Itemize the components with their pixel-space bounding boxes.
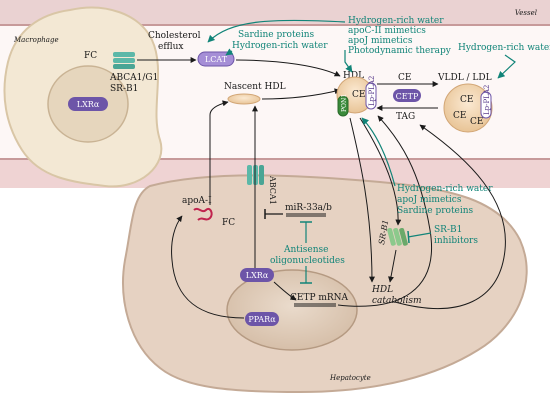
sr-b1-inhibitor-line (407, 232, 432, 238)
hdl-to-catabolism-arrow (349, 117, 375, 283)
lcat-to-hdl-arrow (235, 59, 341, 77)
lxr-macrophage-label: LXRα (77, 100, 100, 109)
lp-pla2-ldl-label: Lp-PLA2 (483, 85, 491, 115)
apoa1-protein-icon (193, 207, 213, 221)
abca1-g1-label: ABCA1/G1 (109, 73, 158, 83)
sr-b1-inhibitor-bar (407, 230, 410, 244)
ldl-ce-label-3: CE (470, 117, 483, 127)
abca1-hepatocyte-label: ABCA1 (268, 175, 277, 205)
hepatocyte-nucleus (226, 269, 358, 351)
ppar-label: PPARα (248, 315, 276, 324)
hepatic-intervention-1: Hydrogen-rich water (397, 184, 493, 194)
hdl-intervention-arrow (344, 50, 353, 73)
macrophage-label: Macrophage (13, 36, 59, 44)
abca1-g1-transporter (113, 52, 135, 69)
lxr-hepatocyte-pill (240, 268, 274, 282)
lp-pla2-hdl-pill (365, 82, 377, 110)
nascent-hdl-particle (227, 93, 261, 105)
hdl-intervention-1: Hydrogen-rich water (348, 16, 444, 26)
sr-b1-hepatocyte-transporter (387, 227, 408, 246)
lcat-intervention-2: Hydrogen-rich water (232, 41, 328, 51)
lp-pla2-ldl-pill (480, 91, 492, 119)
lcat-intervention-arrow (225, 48, 234, 56)
tag-label: TAG (396, 112, 415, 122)
vessel-label: Vessel (515, 9, 537, 17)
hdl-ce-label: CE (352, 90, 365, 100)
antisense-label-1: Antisense (283, 245, 328, 255)
apoa1-to-nascent-arrow (209, 100, 229, 205)
cholesterol-efflux-label-2: efflux (158, 42, 183, 52)
cetp-mrna-label: CETP mRNA (290, 293, 349, 303)
hepatic-intervention-3: Sardine proteins (397, 206, 474, 216)
lcat-intervention-1: Sardine proteins (238, 30, 315, 40)
lxr-macrophage-pill (68, 97, 108, 111)
hdl-catabolism-label-2: catabolism (372, 296, 421, 306)
hdl-catabolism-label-1: HDL (371, 285, 393, 295)
sr-b1-inhibitors-label-2: inhibitors (434, 236, 478, 246)
cetp-pill (393, 89, 421, 102)
hdl-label: HDL (343, 71, 364, 81)
ldl-ce-label-1: CE (460, 95, 473, 105)
hepatic-intervention-2: apoJ mimetics (397, 195, 462, 205)
hdl-intervention-3: apoJ mimetics (348, 36, 413, 46)
pon1-pill (337, 95, 349, 117)
lcat-pill (197, 51, 235, 67)
antisense-label-2: oligonucleotides (270, 256, 345, 266)
ldl-intervention-arrow (497, 54, 516, 79)
fc-hepatocyte-label: FC (222, 218, 235, 228)
hdl-intervention-4: Photodynamic therapy (348, 46, 452, 56)
ldl-uptake-arrow (394, 124, 506, 309)
vldl-ldl-particle (443, 83, 493, 133)
cholesterol-efflux-label-1: Cholesterol (148, 31, 201, 41)
vldl-ldl-label: VLDL / LDL (437, 73, 492, 83)
pon1-label: PON1 (341, 94, 348, 112)
cetp-mrna-to-cetp-arrow (337, 115, 432, 307)
sr-b1-inhibitors-label-1: SR-B1 (434, 225, 462, 235)
lxr-hepatocyte-label: LXRα (246, 271, 269, 280)
sr-b1-to-catabolism-arrow (388, 249, 397, 283)
fc-macrophage-label: FC (84, 51, 97, 61)
ce-top-label: CE (398, 73, 411, 83)
sr-b1-macrophage-label: SR-B1 (110, 84, 138, 94)
hdl-intervention-2: apoC-II mimetics (348, 26, 426, 36)
sr-b1-hepatocyte-label: SR-B1 (377, 219, 390, 245)
nascent-hdl-label: Nascent HDL (224, 82, 286, 92)
lxr-to-cetp-arrow (273, 281, 297, 301)
lp-pla2-hdl-label: Lp-PLA2 (368, 76, 376, 106)
lcat-label: LCAT (205, 55, 228, 64)
ppar-pill (245, 312, 279, 326)
apoa1-label: apoA-I (182, 196, 212, 206)
hepatocyte-label: Hepatocyte (329, 374, 371, 382)
ldl-ce-label-2: CE (453, 111, 466, 121)
vessel-top-edge (0, 24, 550, 26)
cetp-label: CETP (396, 92, 419, 101)
vessel-bottom-edge (0, 158, 550, 160)
nascent-to-hdl-arrow (261, 88, 341, 100)
mir33-label: miR-33a/b (285, 203, 332, 213)
hdl-intervention-to-lcat-arrow (207, 19, 346, 43)
hepatic-intervention-arrow (361, 117, 396, 187)
ldl-intervention: Hydrogen-rich water (458, 43, 550, 53)
hdl-to-sr-b1-arrow (359, 117, 402, 226)
ppar-to-apoa1-arrow (171, 215, 245, 319)
